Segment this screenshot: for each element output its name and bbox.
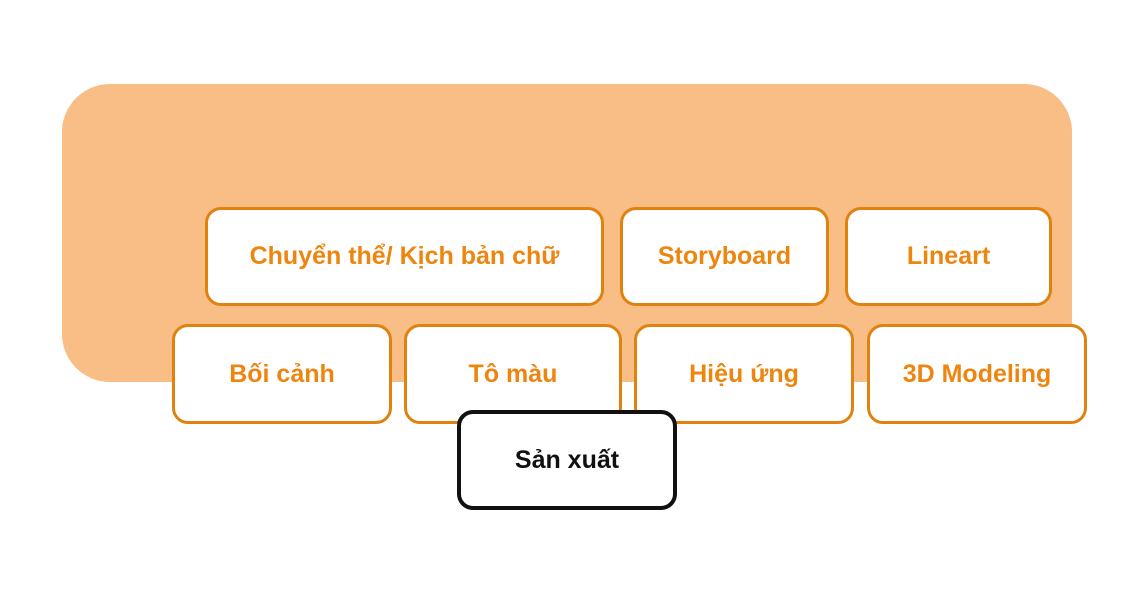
stage-label: Tô màu: [468, 359, 558, 388]
stage-box-chuyen-the-kich-ban-chu: Chuyển thể/ Kịch bản chữ: [205, 207, 604, 306]
stage-box-to-mau: Tô màu: [404, 324, 622, 424]
stage-label: Chuyển thể/ Kịch bản chữ: [249, 242, 560, 270]
stage-label: Storyboard: [657, 242, 792, 270]
stage-box-hieu-ung: Hiệu ứng: [634, 324, 854, 424]
stage-label: Hiệu ứng: [689, 359, 799, 388]
stage-box-boi-canh: Bối cảnh: [172, 324, 392, 424]
production-stage-label: Sản xuất: [514, 445, 620, 474]
production-stage-box: Sản xuất: [457, 410, 677, 510]
stage-label: Bối cảnh: [229, 359, 335, 388]
stage-label: 3D Modeling: [902, 359, 1052, 388]
stage-box-storyboard: Storyboard: [620, 207, 829, 306]
stage-box-3d-modeling: 3D Modeling: [867, 324, 1087, 424]
stage-label: Lineart: [906, 242, 991, 270]
pre-production-group: Chuyển thể/ Kịch bản chữ Storyboard Line…: [62, 84, 1087, 424]
stage-box-lineart: Lineart: [845, 207, 1052, 306]
